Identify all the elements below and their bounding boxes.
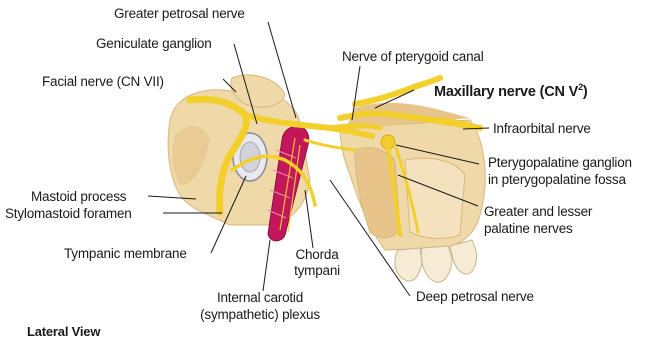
label-deep-petrosal-nerve: Deep petrosal nerve — [416, 289, 534, 305]
pterygoid-canal-path — [330, 126, 380, 128]
label-pterygopalatine-ganglion-line2: in pterygopalatine fossa — [488, 172, 626, 188]
label-infraorbital-nerve: Infraorbital nerve — [493, 121, 591, 137]
label-facial-nerve: Facial nerve (CN VII) — [42, 74, 164, 90]
label-palatine-nerves-line1: Greater and lesser — [484, 204, 592, 220]
label-mastoid-process: Mastoid process — [31, 189, 126, 205]
label-maxillary-nerve: Maxillary nerve (CN V2) — [434, 79, 588, 100]
label-pterygopalatine-ganglion-line1: Pterygopalatine ganglion — [488, 155, 632, 171]
label-palatine-nerves-line2: palatine nerves — [484, 221, 573, 237]
label-nerve-of-pterygoid-canal: Nerve of pterygoid canal — [342, 49, 484, 65]
label-chorda-tympani-line1: Chorda — [292, 247, 342, 263]
label-geniculate-ganglion: Geniculate ganglion — [96, 36, 212, 52]
label-internal-carotid-line2: (sympathetic) plexus — [175, 307, 345, 323]
label-tympanic-membrane: Tympanic membrane — [64, 246, 187, 262]
label-stylomastoid-foramen: Stylomastoid foramen — [5, 206, 132, 222]
palatine-shade — [405, 158, 465, 238]
label-internal-carotid-line1: Internal carotid — [175, 290, 345, 306]
label-greater-petrosal-nerve: Greater petrosal nerve — [114, 6, 245, 22]
maxillary-nerve-path — [355, 78, 440, 104]
view-caption: Lateral View — [27, 324, 100, 340]
label-chorda-tympani-line2: tympani — [290, 263, 344, 279]
